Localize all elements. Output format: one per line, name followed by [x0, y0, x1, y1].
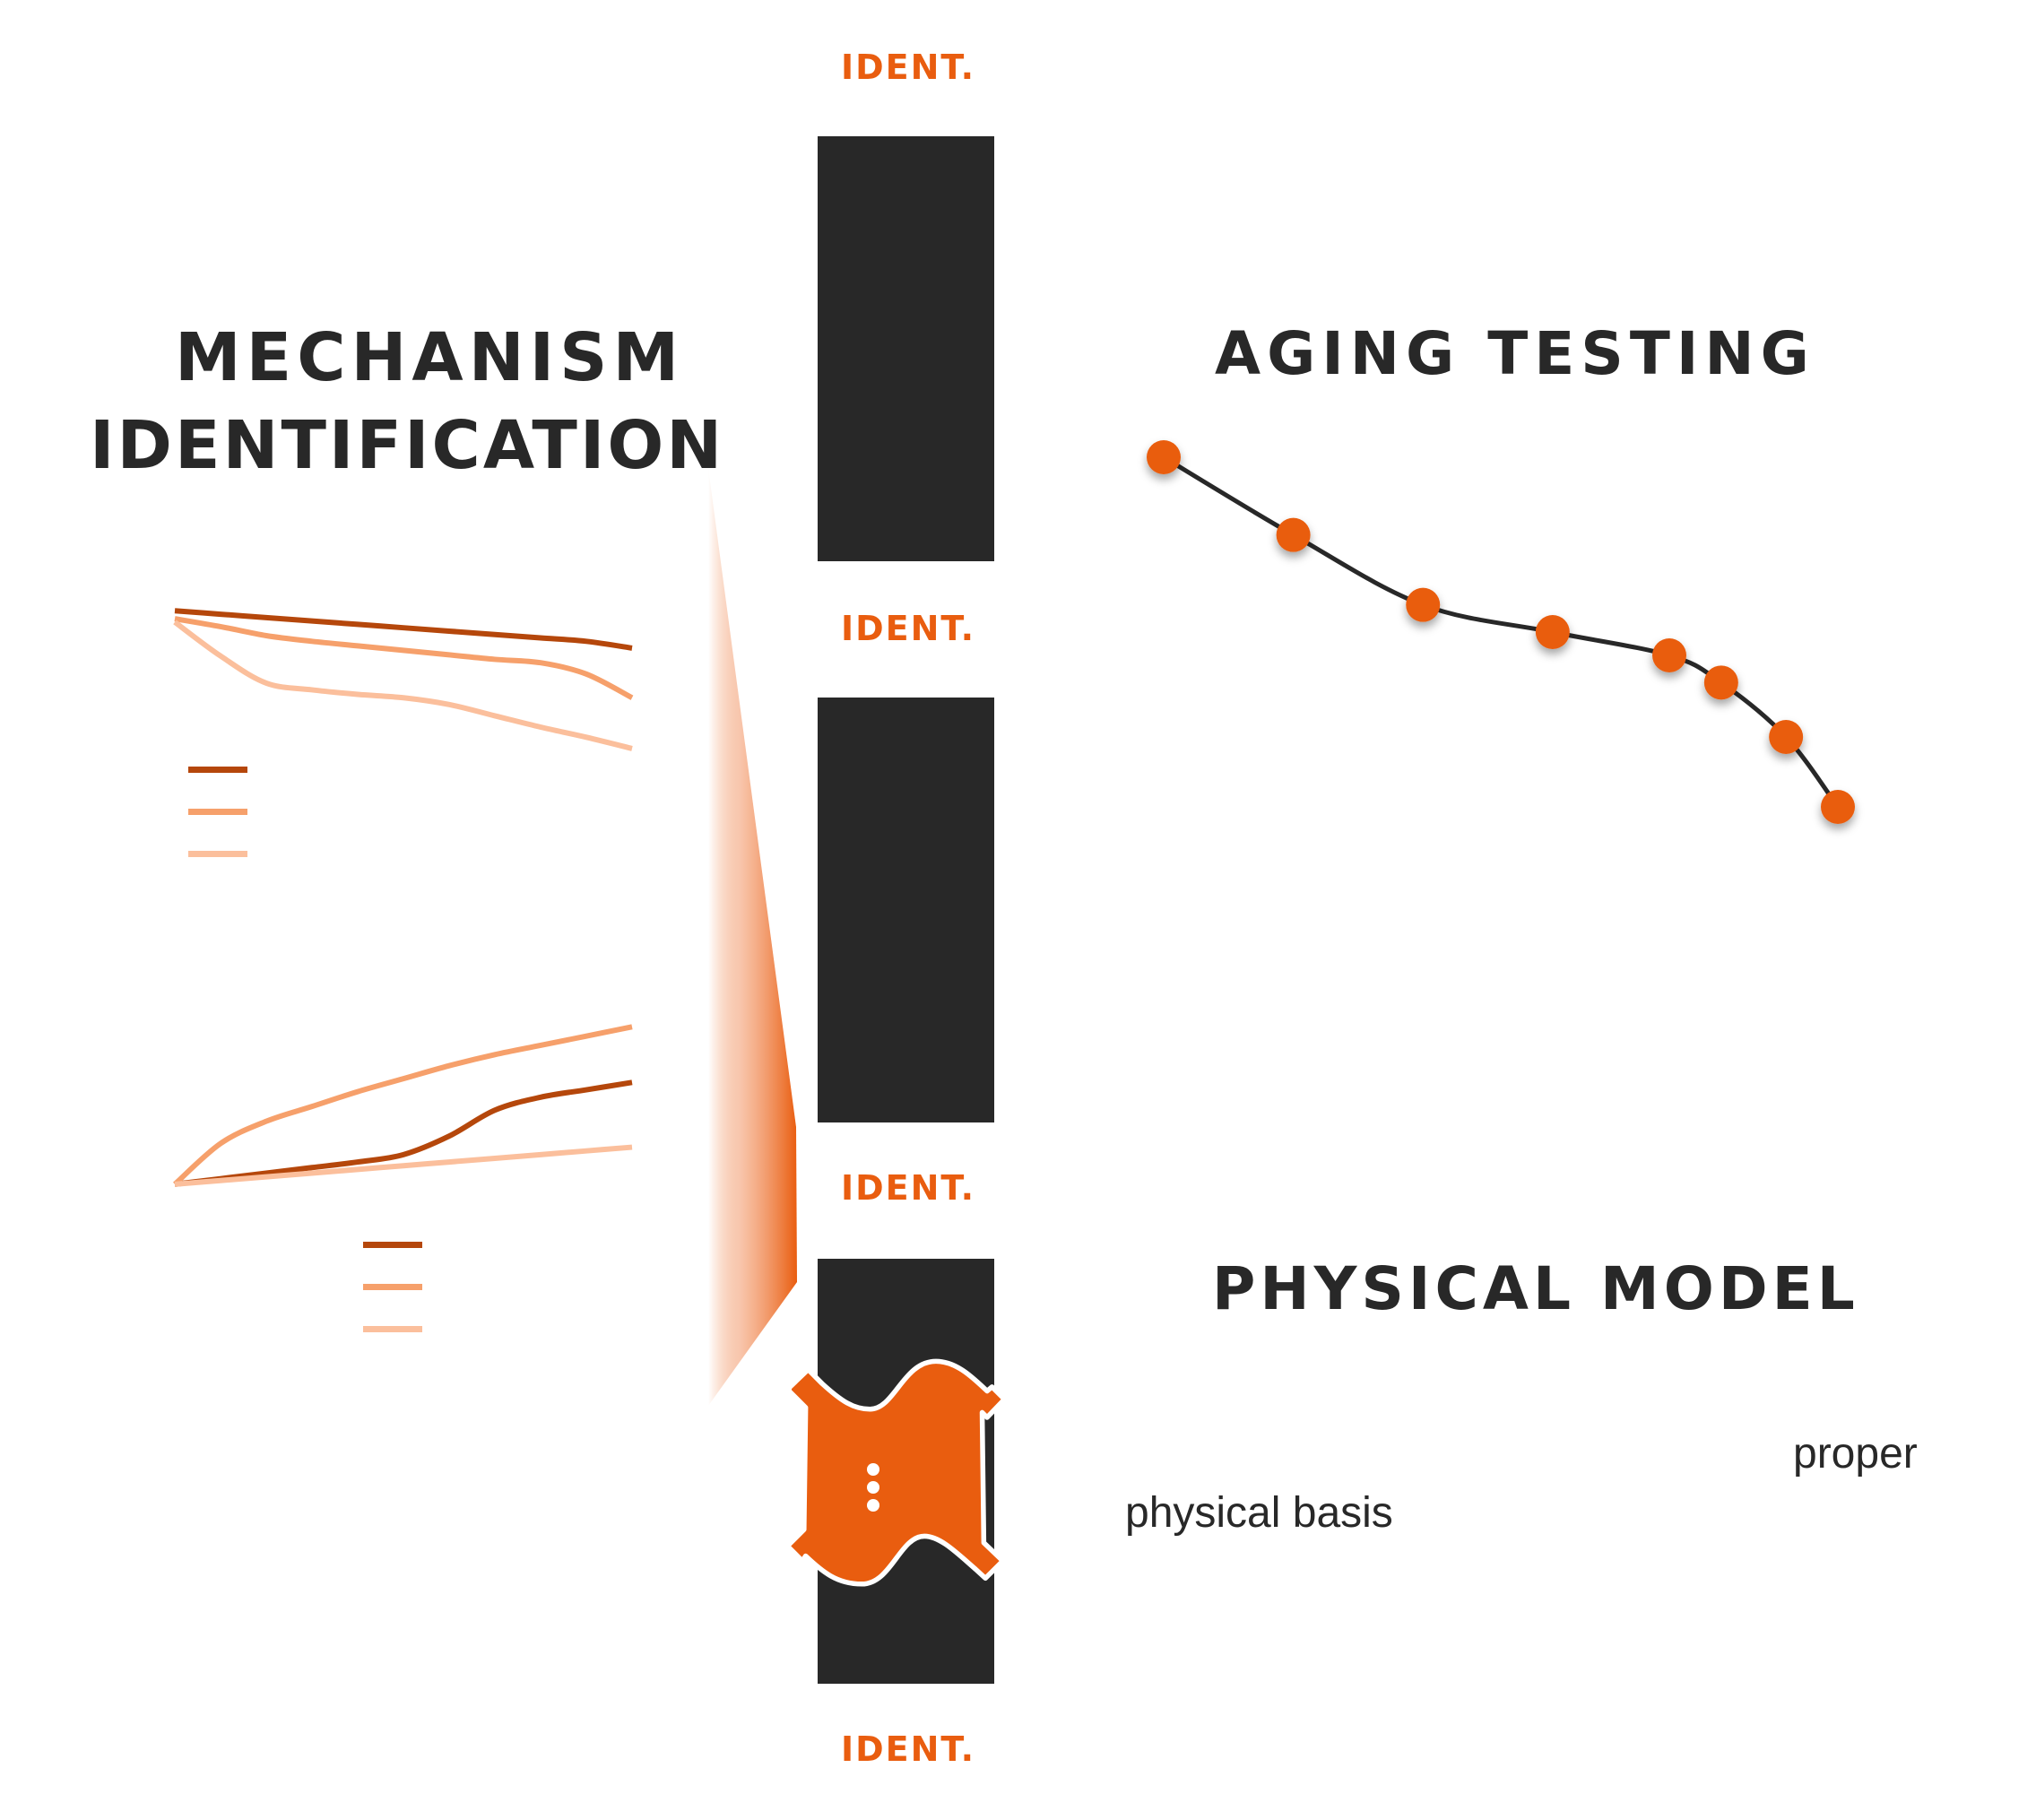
- ident-label-4: IDENT.: [840, 1729, 976, 1769]
- series-line-1: [174, 608, 633, 651]
- process-bar-1: [818, 136, 994, 561]
- wedge-shape: [708, 468, 797, 1406]
- caption-physical-basis: physical basis: [1125, 1489, 1393, 1537]
- mechanism-title-line1: MECHANISM: [175, 319, 685, 396]
- legend-swatch-1: [363, 1242, 422, 1248]
- caption-proper: proper: [1793, 1430, 1918, 1478]
- aging-data-point-5: [1652, 638, 1686, 672]
- series-line-3: [174, 1144, 633, 1187]
- legend-swatch-3: [188, 851, 247, 857]
- mechanism-chart-degradation-legend: [188, 767, 247, 857]
- physical-model-title: PHYSICAL MODEL: [1212, 1254, 1859, 1323]
- series-line-2: [174, 616, 634, 700]
- series-line-1: [174, 1079, 633, 1187]
- legend-swatch-1: [188, 767, 247, 773]
- aging-data-point-6: [1703, 665, 1738, 700]
- ident-label-3: IDENT.: [840, 1168, 976, 1208]
- process-bar-2: [818, 698, 994, 1122]
- aging-data-point-3: [1406, 587, 1441, 622]
- mechanism-title-line2: IDENTIFICATION: [90, 407, 725, 484]
- mechanism-chart-growth-legend: [363, 1242, 422, 1332]
- aging-testing-chart: [1147, 440, 1855, 824]
- ident-label-1: IDENT.: [840, 48, 976, 87]
- aging-testing-title: AGING TESTING: [1215, 319, 1815, 388]
- ident-label-2: IDENT.: [840, 609, 976, 648]
- series-line-2: [172, 1024, 633, 1187]
- aging-data-point-4: [1535, 615, 1570, 649]
- aging-data-point-1: [1147, 440, 1181, 474]
- three-dots-vertical-icon: [867, 1463, 879, 1512]
- aging-data-point-2: [1276, 517, 1311, 552]
- aging-data-point-8: [1821, 790, 1855, 824]
- mechanism-chart-degradation: [173, 608, 634, 751]
- aging-curve: [1162, 455, 1841, 809]
- mechanism-chart-growth: [172, 1024, 633, 1187]
- series-line-3: [173, 620, 633, 751]
- legend-swatch-2: [363, 1284, 422, 1290]
- puzzle-connector-icon: [784, 1358, 1008, 1587]
- legend-swatch-3: [363, 1326, 422, 1332]
- legend-swatch-2: [188, 809, 247, 815]
- aging-data-point-7: [1769, 720, 1804, 754]
